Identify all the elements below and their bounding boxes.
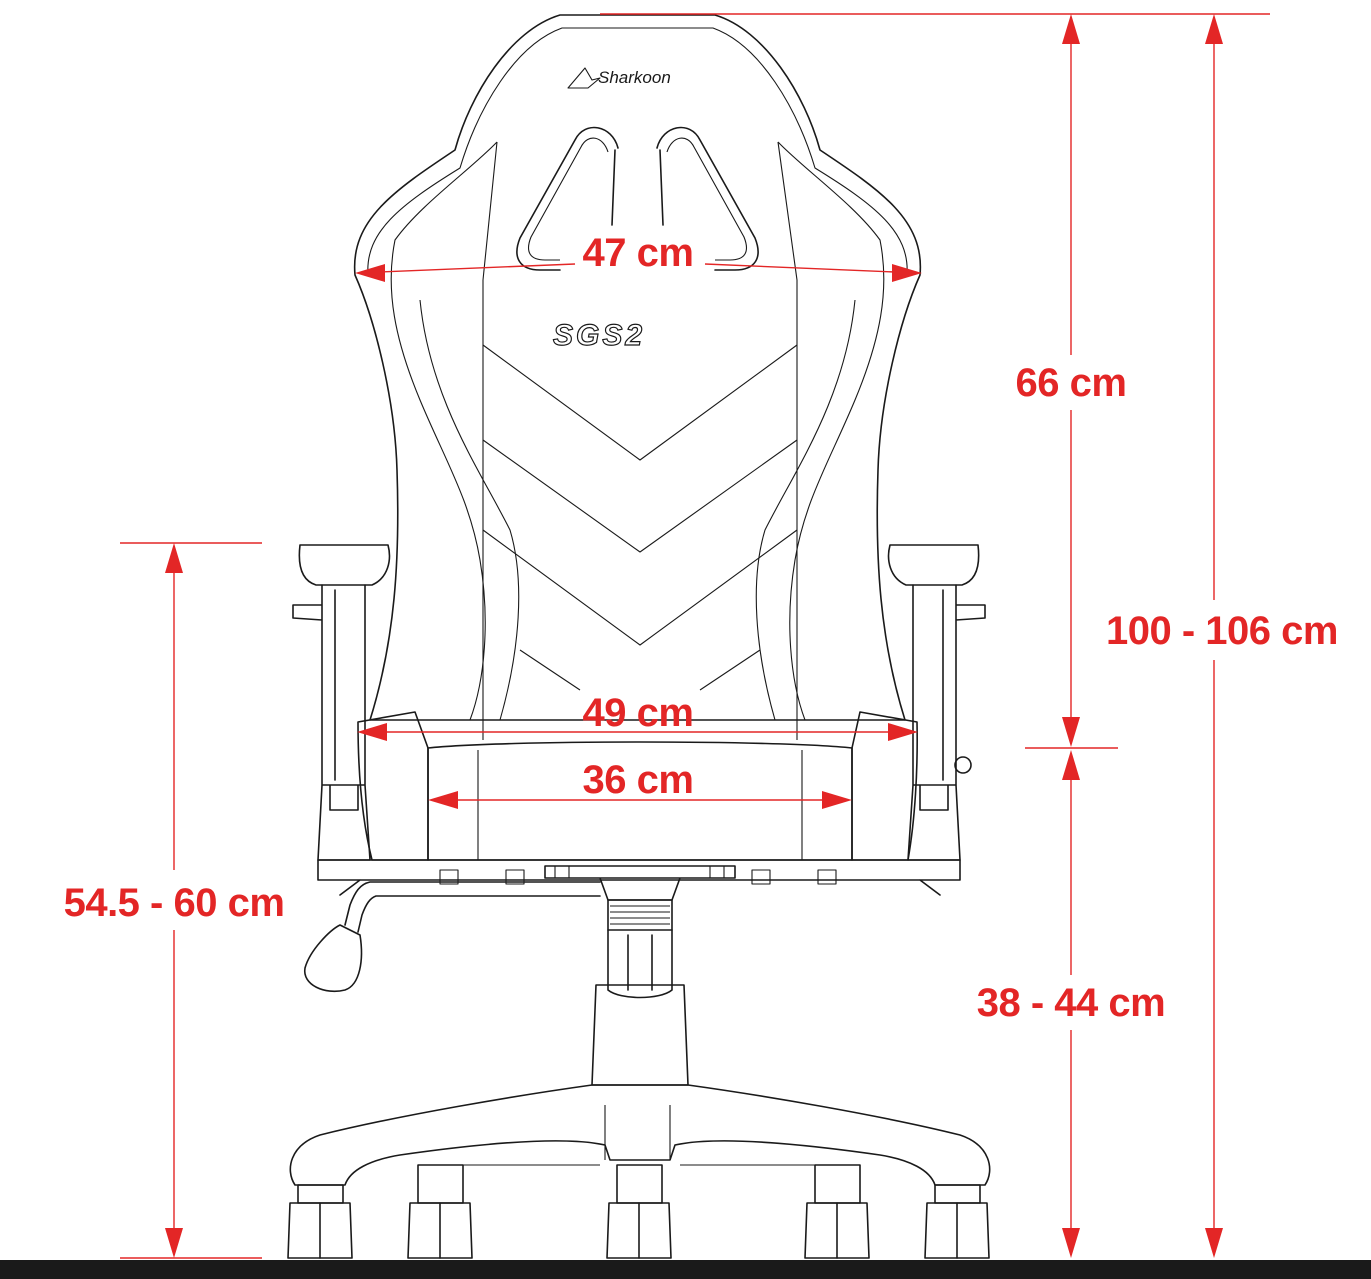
backrest-inner [367,27,908,276]
label-seat-width-total: 49 cm [583,691,694,735]
chair-drawing: Sharkoon SGS2 [287,14,991,1259]
armrest-right-pad [887,544,980,586]
label-seat-height: 38 - 44 cm [977,981,1165,1025]
dim-seat-height [1062,750,1080,1258]
headrest-slot-right [656,126,759,271]
seat-cushion [427,741,853,861]
label-backrest-height: 66 cm [1016,361,1127,405]
gas-lift-upper [607,899,673,931]
headrest-slot-left [516,126,619,271]
model-logo: SGS2 [553,319,645,352]
chevron-4 [519,649,761,691]
dimension-lines [120,13,1270,1259]
height-lever [344,881,601,933]
dim-total-height [1205,14,1223,1258]
shark-logo-icon [567,67,601,89]
caster-1 [287,1184,353,1259]
tilt-knob [954,756,972,774]
chevron-3 [482,529,798,646]
floor-bar [0,1260,1371,1279]
seat-bolts [439,865,837,885]
headrest-slot-right-inner [666,137,748,261]
label-backrest-width: 47 cm [583,231,694,275]
seat-plate [317,859,961,896]
gas-lift-cover [591,984,689,1086]
label-armrest-height: 54.5 - 60 cm [64,881,285,925]
chevron-2 [482,439,798,553]
label-seat-width-inner: 36 cm [583,758,694,802]
armrest-left-post [292,584,371,861]
backrest-outline [353,14,922,721]
mechanism [544,865,736,901]
gas-lift-cylinder [607,929,673,999]
headrest-slot-left-inner [527,137,609,261]
label-total-height: 100 - 106 cm [1106,609,1338,653]
dim-armrest-height [165,543,183,1258]
armrest-right-post [907,584,986,861]
dimension-labels: 47 cm 49 cm 36 cm 66 cm 100 - 106 cm 38 … [64,231,1339,1025]
star-base [289,1084,991,1186]
caster-2 [407,1164,473,1259]
chevron-1 [482,344,798,461]
caster-4 [804,1164,870,1259]
caster-5 [924,1184,990,1259]
dim-seat-width-inner [428,791,852,809]
dim-seat-width-total [357,723,918,741]
right-wing [777,141,885,721]
caster-3 [606,1164,672,1259]
side-curve-left [419,299,520,721]
lever-handle [304,924,363,992]
left-wing [390,141,498,721]
base-center-arm [420,1105,860,1166]
side-curve-right [755,299,856,721]
dim-backrest-height [1062,14,1080,747]
brand-name: Sharkoon [598,68,671,87]
seat-seams [477,750,803,860]
gas-lift-ridges [610,905,670,925]
casters [287,1164,990,1259]
armrest-left-pad [298,544,391,586]
dim-backrest-width [355,263,922,282]
center-panel [482,141,798,740]
